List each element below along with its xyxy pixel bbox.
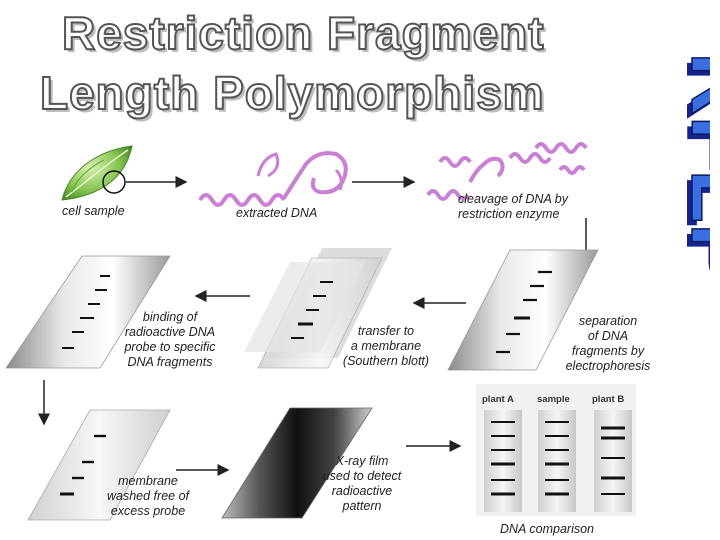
gel-icon [447, 249, 599, 371]
caption-binding-line: probe to specific [124, 340, 216, 354]
comparison-panel [476, 384, 636, 516]
caption-binding-line: DNA fragments [127, 355, 213, 369]
cleaved-dna-icon [426, 142, 588, 201]
caption-cleavage-line: cleavage of DNA by [458, 192, 569, 206]
caption-washed-line: excess probe [110, 504, 186, 518]
caption-cell-sample: cell sample [62, 204, 125, 218]
caption-binding-line: binding of [142, 310, 198, 324]
caption-xray-line: used to detect [322, 469, 402, 483]
caption-binding-line: radioactive DNA [124, 325, 216, 339]
leaf-icon [61, 145, 133, 201]
title-line-2: Length Polymorphism [39, 66, 545, 120]
caption-washed: membrane washed free of excess probe [92, 474, 204, 519]
caption-dna-comparison: DNA comparison [500, 522, 595, 536]
caption-xray-line: radioactive [331, 484, 393, 498]
caption-washed-line: washed free of [107, 489, 189, 503]
rflp-acronym: RFLP RFLP [668, 51, 710, 276]
caption-xray-line: X-ray film [335, 454, 389, 468]
rflp-shadow: RFLP [668, 57, 710, 276]
lane-header-sample: sample [537, 394, 570, 405]
caption-separation-line: fragments by [571, 344, 645, 358]
caption-transfer: transfer to a membrane (Southern blott) [336, 324, 436, 369]
caption-binding: binding of radioactive DNA probe to spec… [110, 310, 230, 370]
caption-washed-line: membrane [118, 474, 178, 488]
caption-separation-line: separation [578, 314, 638, 328]
caption-extracted-dna: extracted DNA [236, 206, 318, 220]
rflp-text: RFLP [673, 52, 710, 276]
dna-coil-icon [198, 151, 348, 207]
lane-header-plant-b: plant B [592, 394, 625, 405]
membrane-stack-icon [244, 248, 392, 369]
caption-cleavage: cleavage of DNA by restriction enzyme [458, 192, 568, 222]
washed-membrane-icon [27, 409, 171, 521]
caption-separation: separation of DNA fragments by electroph… [560, 314, 656, 374]
title-line-1: Restriction Fragment [61, 6, 545, 60]
caption-cleavage-line: restriction enzyme [458, 207, 560, 221]
caption-transfer-line: (Southern blott) [342, 354, 430, 368]
caption-xray-line: pattern [342, 499, 382, 513]
caption-xray: X-ray film used to detect radioactive pa… [312, 454, 412, 514]
caption-transfer-line: transfer to [357, 324, 415, 338]
lane-header-plant-a: plant A [482, 394, 514, 405]
caption-separation-line: electrophoresis [565, 359, 651, 373]
caption-separation-line: of DNA [587, 329, 629, 343]
probe-membrane-icon [5, 255, 171, 369]
caption-transfer-line: a membrane [350, 339, 422, 353]
xray-film-icon [221, 407, 373, 519]
